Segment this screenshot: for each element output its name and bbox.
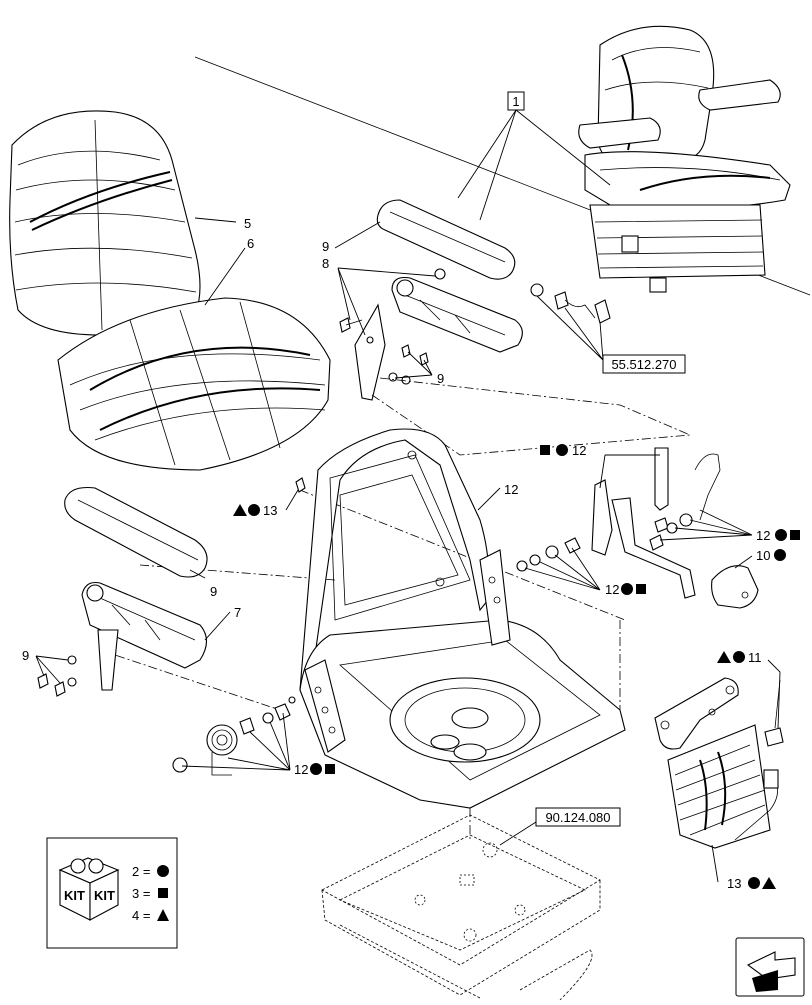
upper-armrest-bracket: [354, 276, 523, 401]
leader-9-mid: [394, 351, 433, 379]
next-page-arrow-icon: [746, 951, 796, 992]
ref-bottom: 90.124.080: [545, 810, 610, 825]
alignment-line-right: [299, 489, 626, 621]
callout-12-sq-top: 12: [572, 443, 586, 458]
callout-13-bottom: 13: [727, 876, 741, 891]
switch-bracket: [654, 677, 739, 750]
recline-linkage: [516, 447, 721, 599]
leader-12-right-b: [659, 509, 753, 541]
legend-row-2: 3 =: [132, 886, 150, 901]
seat-cushion: [57, 297, 331, 471]
callout-8: 8: [322, 256, 329, 271]
pivot-spring-group: [172, 696, 296, 776]
square-symbol: [325, 764, 335, 774]
leader-ref-bottom: [499, 821, 537, 846]
legend-row-3: 4 =: [132, 908, 150, 923]
heater-mat: [667, 724, 779, 849]
leader-7: [204, 611, 231, 641]
leader-12-bottom: [181, 712, 291, 771]
kit-label-right: KIT: [94, 888, 115, 903]
leader-9-top: [334, 221, 381, 249]
leader-ref-top: [536, 295, 604, 361]
circle-symbol: [157, 865, 169, 877]
circle-symbol: [248, 504, 260, 516]
wire-harness-parts: [530, 283, 611, 324]
leader-13-left: [285, 489, 299, 511]
heater-connector: [764, 679, 784, 747]
ref-box-bottom: [535, 807, 621, 827]
kit-box-icon: [58, 857, 120, 921]
callout-1: 1: [512, 94, 519, 109]
kit-label-left: KIT: [64, 888, 85, 903]
square-symbol: [636, 584, 646, 594]
callout-9-mid: 9: [437, 371, 444, 386]
callout-12-right-a: 12: [605, 582, 619, 597]
upper-armrest-fasteners: [339, 268, 446, 385]
triangle-symbol: [717, 651, 731, 663]
seat-frame: [299, 428, 626, 809]
leader-6: [204, 247, 246, 306]
callout-9-left: 9: [22, 648, 29, 663]
left-armrest-bracket: [81, 581, 208, 691]
circle-symbol: [621, 583, 633, 595]
leader-1: [457, 109, 611, 221]
alignment-line-arm: [139, 564, 336, 581]
circle-symbol: [556, 444, 568, 456]
leader-12-circle: [477, 487, 501, 511]
upper-armrest: [376, 199, 516, 280]
circle-symbol: [774, 549, 786, 561]
callout-11: 11: [748, 650, 762, 665]
leader-9-arm: [189, 569, 206, 579]
callout-12-right-b: 12: [756, 528, 770, 543]
complete-seat-illustration: [578, 25, 791, 293]
ref-box-top: [602, 354, 686, 374]
screw-13: [295, 477, 306, 493]
circle-symbol: [310, 763, 322, 775]
leader-8: [337, 267, 436, 336]
leader-5: [194, 217, 237, 223]
base-plate-illustration: [321, 814, 601, 1001]
callout-6: 6: [247, 236, 254, 251]
legend-row-1: 2 =: [132, 864, 150, 879]
circle-symbol: [733, 651, 745, 663]
left-armrest: [64, 486, 208, 578]
square-symbol: [158, 888, 168, 898]
circle-symbol: [748, 877, 760, 889]
next-page-button[interactable]: [735, 937, 805, 997]
square-symbol: [540, 445, 550, 455]
circle-symbol: [775, 529, 787, 541]
triangle-symbol: [233, 504, 247, 516]
leader-13-bottom: [711, 844, 719, 883]
alignment-line-left: [99, 649, 281, 711]
leader-12-sq-top: [599, 454, 660, 489]
callout-10: 10: [756, 548, 770, 563]
triangle-symbol: [157, 909, 169, 921]
callout-7: 7: [234, 605, 241, 620]
kit-legend: KIT KIT 2 = 3 = 4 =: [46, 837, 178, 949]
callout-13-left: 13: [263, 503, 277, 518]
leader-10: [734, 555, 753, 569]
triangle-symbol: [762, 877, 776, 889]
callout-9-arm: 9: [210, 584, 217, 599]
leader-11: [767, 659, 781, 729]
callout-9-top: 9: [322, 239, 329, 254]
callout-12-circle: 12: [504, 482, 518, 497]
callout-5: 5: [244, 216, 251, 231]
leader-12-right-a: [524, 547, 601, 591]
callout-12-bottom: 12: [294, 762, 308, 777]
square-symbol: [790, 530, 800, 540]
leader-9-left: [35, 655, 69, 684]
adjustment-knob: [711, 565, 759, 609]
backrest-cushion: [9, 110, 201, 336]
ref-top: 55.512.270: [611, 357, 676, 372]
